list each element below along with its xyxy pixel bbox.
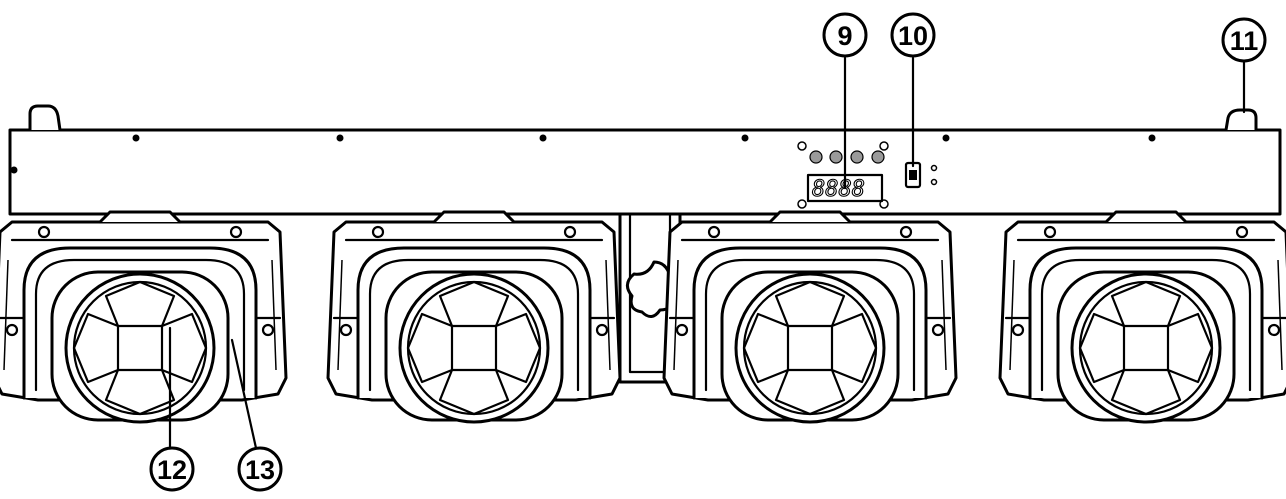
control-panel: 8888 xyxy=(797,141,938,209)
moving-head-icon xyxy=(662,210,958,424)
callout-12: 12 xyxy=(149,446,195,492)
moving-head-4 xyxy=(998,210,1286,424)
button-icon xyxy=(850,150,864,164)
button-icon xyxy=(829,150,843,164)
callout-10: 10 xyxy=(890,12,936,58)
svg-text:12: 12 xyxy=(157,455,187,485)
callout-13: 13 xyxy=(237,446,283,492)
moving-head-icon xyxy=(326,210,622,424)
callout-9: 9 xyxy=(822,12,868,58)
leader-lines xyxy=(168,56,1246,450)
svg-text:10: 10 xyxy=(898,21,928,51)
svg-text:13: 13 xyxy=(245,455,275,485)
moving-head-3 xyxy=(662,210,958,424)
moving-head-2 xyxy=(326,210,622,424)
button-icon xyxy=(871,150,885,164)
svg-text:9: 9 xyxy=(837,21,852,51)
callout-11: 11 xyxy=(1221,17,1267,63)
svg-text:11: 11 xyxy=(1230,26,1259,56)
button-icon xyxy=(809,150,823,164)
bar-housing xyxy=(8,104,1282,216)
moving-head-icon xyxy=(998,210,1286,424)
bar-foot-left xyxy=(28,104,62,132)
display-readout: 8888 xyxy=(812,177,865,202)
bar-foot-right xyxy=(1224,108,1258,132)
